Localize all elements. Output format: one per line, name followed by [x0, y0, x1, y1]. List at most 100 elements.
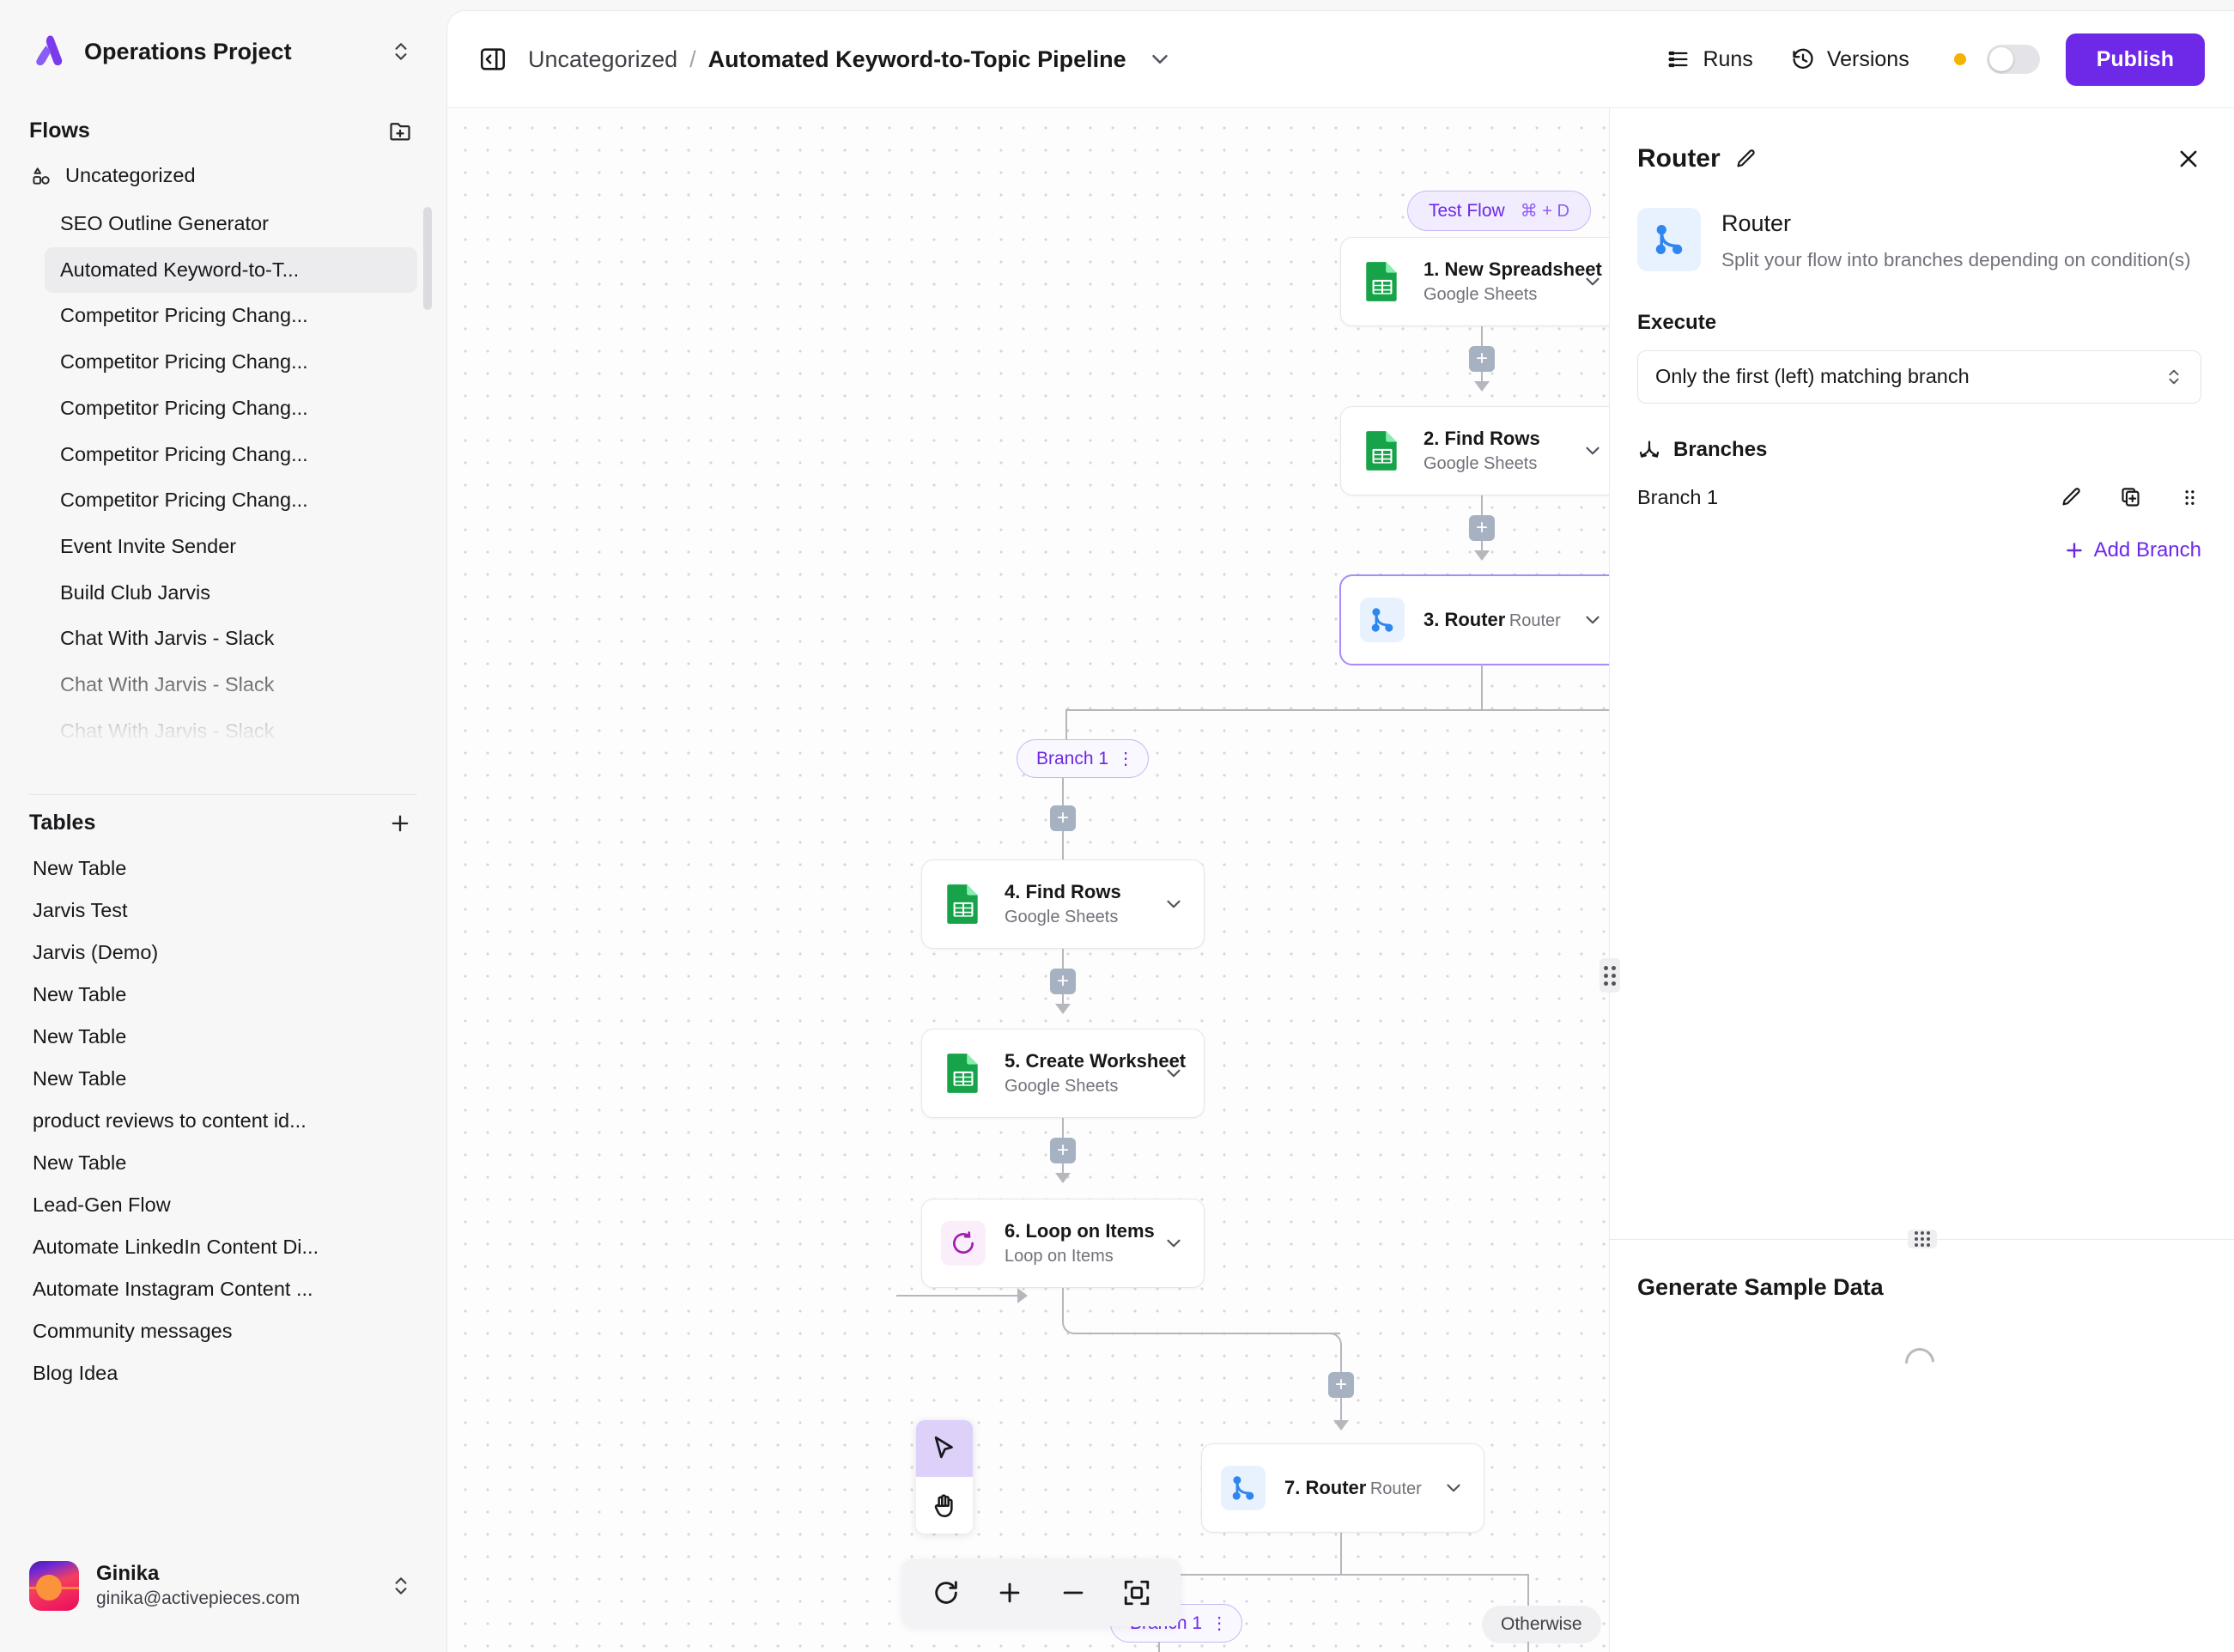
node-title: 2. Find Rows — [1424, 428, 1540, 450]
table-item-0[interactable]: New Table — [33, 857, 127, 879]
chevron-down-icon[interactable] — [1147, 46, 1173, 72]
table-item-8[interactable]: Lead-Gen Flow — [33, 1193, 171, 1216]
table-item-10[interactable]: Automate Instagram Content ... — [33, 1278, 313, 1300]
reset-view-button[interactable] — [914, 1559, 978, 1626]
user-account-switcher[interactable]: Ginika ginika@activepieces.com — [0, 1540, 446, 1652]
node-title: 5. Create Worksheet — [1005, 1050, 1187, 1072]
flow-canvas[interactable]: Test Flow ⌘ + D — [447, 108, 1609, 1652]
add-branch-button[interactable]: Add Branch — [1610, 509, 2234, 562]
branches-title: Branches — [1673, 437, 1768, 461]
table-item-2[interactable]: Jarvis (Demo) — [33, 941, 159, 963]
edge-router7-branch1-down — [1158, 1642, 1160, 1652]
edge-loop-stem — [1062, 1288, 1064, 1314]
flow-item-8[interactable]: Build Club Jarvis — [60, 580, 211, 604]
page-title[interactable]: Automated Keyword-to-Topic Pipeline — [707, 46, 1126, 72]
publish-button[interactable]: Publish — [2065, 33, 2205, 86]
table-item-7[interactable]: New Table — [33, 1151, 127, 1174]
versions-button[interactable]: Versions — [1772, 39, 1928, 81]
folder-uncategorized[interactable]: Uncategorized — [0, 155, 446, 196]
chevron-down-icon[interactable] — [1163, 893, 1185, 915]
chevron-down-icon[interactable] — [1442, 1477, 1465, 1499]
folder-plus-icon[interactable] — [388, 119, 412, 143]
add-step-between-2-3[interactable]: + — [1469, 515, 1495, 541]
branches-header: Branches — [1610, 404, 2234, 462]
plus-icon[interactable] — [388, 811, 412, 835]
table-item-6[interactable]: product reviews to content id... — [33, 1109, 307, 1132]
flow-item-6[interactable]: Competitor Pricing Chang... — [60, 489, 308, 512]
branch-menu-icon[interactable]: ⋮ — [1211, 1614, 1229, 1633]
flow-node-1-new-spreadsheet[interactable]: 1. New Spreadsheet Google Sheets — [1340, 237, 1609, 326]
node-subtitle: Router — [1369, 1479, 1422, 1498]
panel-vertical-resize-handle[interactable] — [1907, 1230, 1937, 1248]
flow-item-0[interactable]: SEO Outline Generator — [60, 212, 269, 234]
panel-resize-handle[interactable] — [1600, 958, 1620, 993]
google-sheets-icon — [941, 882, 986, 926]
test-flow-button[interactable]: Test Flow ⌘ + D — [1407, 191, 1591, 231]
flows-scrollbar[interactable] — [423, 207, 432, 310]
copy-plus-icon[interactable] — [2119, 486, 2142, 509]
close-icon[interactable] — [2176, 146, 2201, 172]
flows-list-container: Uncategorized SEO Outline Generator Auto… — [0, 155, 446, 791]
pencil-icon[interactable] — [2060, 486, 2083, 509]
list-icon — [1668, 51, 1688, 68]
branch-menu-icon[interactable]: ⋮ — [1117, 750, 1135, 768]
table-item-3[interactable]: New Table — [33, 983, 127, 1005]
panel-horizontal-divider — [1610, 1230, 2234, 1248]
flow-item-11[interactable]: Chat With Jarvis - Slack — [60, 719, 275, 742]
chevron-down-icon[interactable] — [1163, 1232, 1185, 1254]
flow-node-4-find-rows[interactable]: 4. Find Rows Google Sheets — [921, 859, 1205, 949]
table-item-1[interactable]: Jarvis Test — [33, 899, 128, 921]
table-item-4[interactable]: New Table — [33, 1025, 127, 1048]
pencil-icon[interactable] — [1734, 148, 1757, 171]
zoom-in-button[interactable] — [978, 1559, 1041, 1626]
drag-handle-icon[interactable] — [2178, 486, 2201, 509]
flow-node-7-router[interactable]: 7. Router Router — [1201, 1443, 1484, 1533]
sample-data-title: Generate Sample Data — [1637, 1274, 1884, 1300]
add-step-between-4-5[interactable]: + — [1050, 969, 1076, 994]
node-title: 3. Router — [1424, 609, 1506, 630]
chevron-up-down-icon[interactable] — [390, 40, 412, 63]
add-step-loop[interactable]: + — [1328, 1372, 1354, 1398]
flow-node-6-loop-on-items[interactable]: 6. Loop on Items Loop on Items — [921, 1199, 1205, 1288]
flow-item-9[interactable]: Chat With Jarvis - Slack — [60, 627, 275, 650]
project-switcher[interactable]: Operations Project — [0, 0, 446, 103]
execute-select[interactable]: Only the first (left) matching branch — [1637, 349, 2201, 404]
table-item-9[interactable]: Automate LinkedIn Content Di... — [33, 1236, 319, 1258]
flow-item-2[interactable]: Competitor Pricing Chang... — [60, 304, 308, 327]
chevron-up-down-icon[interactable] — [390, 1575, 412, 1597]
chevron-down-icon[interactable] — [1581, 440, 1604, 462]
flow-item-1-active[interactable]: Automated Keyword-to-T... — [45, 246, 417, 294]
panel-spacer — [1610, 562, 2234, 1230]
table-item-12[interactable]: Blog Idea — [33, 1362, 118, 1384]
flow-node-5-create-worksheet[interactable]: 5. Create Worksheet Google Sheets — [921, 1029, 1205, 1118]
chevron-down-icon[interactable] — [1581, 270, 1604, 293]
select-tool-button[interactable] — [916, 1420, 973, 1477]
tables-scroll-area[interactable]: New Table Jarvis Test Jarvis (Demo) New … — [0, 847, 446, 1540]
breadcrumb-folder[interactable]: Uncategorized — [528, 46, 678, 72]
runs-button[interactable]: Runs — [1648, 39, 1771, 81]
flow-item-10[interactable]: Chat With Jarvis - Slack — [60, 673, 275, 696]
add-step-between-1-2[interactable]: + — [1469, 346, 1495, 372]
enable-flow-toggle[interactable] — [1986, 45, 2040, 74]
fit-to-screen-button[interactable] — [1105, 1559, 1169, 1626]
canvas-zoom-bar — [902, 1559, 1181, 1626]
flow-node-3-router[interactable]: 3. Router Router — [1340, 575, 1609, 665]
zoom-out-button[interactable] — [1041, 1559, 1105, 1626]
add-step-branch1[interactable]: + — [1050, 805, 1076, 831]
flow-item-7[interactable]: Event Invite Sender — [60, 535, 237, 558]
add-step-between-5-6[interactable]: + — [1050, 1138, 1076, 1163]
sample-data-section: Generate Sample Data — [1610, 1240, 2234, 1652]
flow-item-4[interactable]: Competitor Pricing Chang... — [60, 396, 308, 419]
branch-pill-router3-branch1[interactable]: Branch 1 ⋮ — [1017, 739, 1150, 778]
chevron-down-icon[interactable] — [1163, 1062, 1185, 1084]
edge-router7-otherwise-down — [1527, 1642, 1529, 1652]
panel-collapse-icon[interactable] — [478, 45, 507, 74]
table-item-5[interactable]: New Table — [33, 1067, 127, 1090]
flow-item-5[interactable]: Competitor Pricing Chang... — [60, 442, 308, 465]
flow-item-3[interactable]: Competitor Pricing Chang... — [60, 350, 308, 374]
flow-node-2-find-rows[interactable]: 2. Find Rows Google Sheets — [1340, 406, 1609, 495]
table-item-11[interactable]: Community messages — [33, 1320, 233, 1342]
flows-scroll-area[interactable]: Uncategorized SEO Outline Generator Auto… — [0, 155, 446, 791]
pan-tool-button[interactable] — [916, 1477, 973, 1534]
chevron-down-icon[interactable] — [1581, 609, 1604, 631]
